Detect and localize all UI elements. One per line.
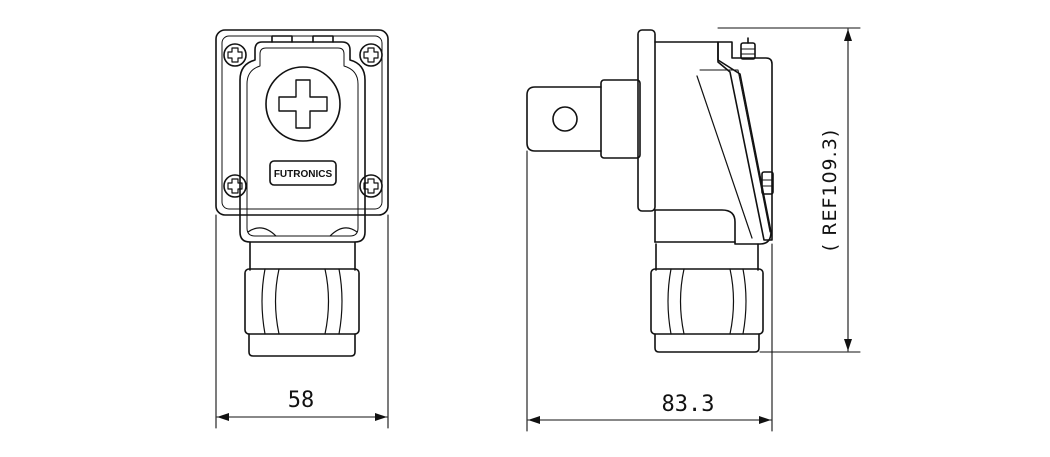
side-height-dimension: [717, 27, 861, 353]
front-plate-inner-outline: [221, 35, 383, 210]
front-gland-cap: [248, 333, 356, 357]
side-gland-neck: [655, 243, 759, 271]
side-mounting-tab-hole: [552, 106, 578, 132]
side-cover-slope: [696, 75, 753, 239]
front-cover-screw: [265, 66, 341, 142]
front-gland-neck: [249, 241, 356, 271]
front-corner-screw-bottom-left: [223, 174, 247, 198]
front-logo-plate: [269, 160, 337, 186]
front-bottom-lip: [247, 227, 358, 237]
front-gland-nut-facets: [261, 268, 343, 335]
front-cover-screw-cross: [278, 79, 328, 129]
side-top-screw: [740, 37, 756, 60]
side-depth-dimension: [526, 150, 773, 432]
front-housing-inner-outline: [246, 47, 359, 237]
side-cover-inner-line: [699, 69, 771, 233]
side-mounting-plate: [637, 29, 656, 212]
side-mounting-tab: [526, 86, 602, 152]
side-cover: [717, 41, 773, 241]
front-logo-text: FUTRONICS: [274, 169, 333, 180]
front-top-tab-right: [312, 35, 334, 43]
front-corner-screw-top-left: [223, 43, 247, 67]
front-corner-screw-top-right: [359, 43, 383, 67]
side-housing-body: [654, 41, 772, 245]
front-mounting-plate: [215, 29, 389, 216]
side-lower-screw: [761, 171, 774, 195]
side-height-label: ( REF109.3): [819, 129, 841, 251]
side-tab-collar: [600, 79, 641, 159]
front-housing-body: [239, 41, 366, 243]
front-view: FUTRONICS: [215, 29, 389, 357]
front-corner-screw-bottom-right: [359, 174, 383, 198]
front-width-label: 58: [288, 388, 315, 413]
side-gland-nut-facets: [667, 268, 747, 335]
front-gland-nut: [244, 268, 360, 335]
front-width-dimension: [215, 214, 389, 429]
side-depth-label: 83.3: [662, 392, 715, 417]
front-top-tab-left: [271, 35, 293, 43]
side-view: [526, 29, 774, 353]
side-gland-nut: [650, 268, 764, 335]
side-gland-cap: [654, 333, 760, 353]
